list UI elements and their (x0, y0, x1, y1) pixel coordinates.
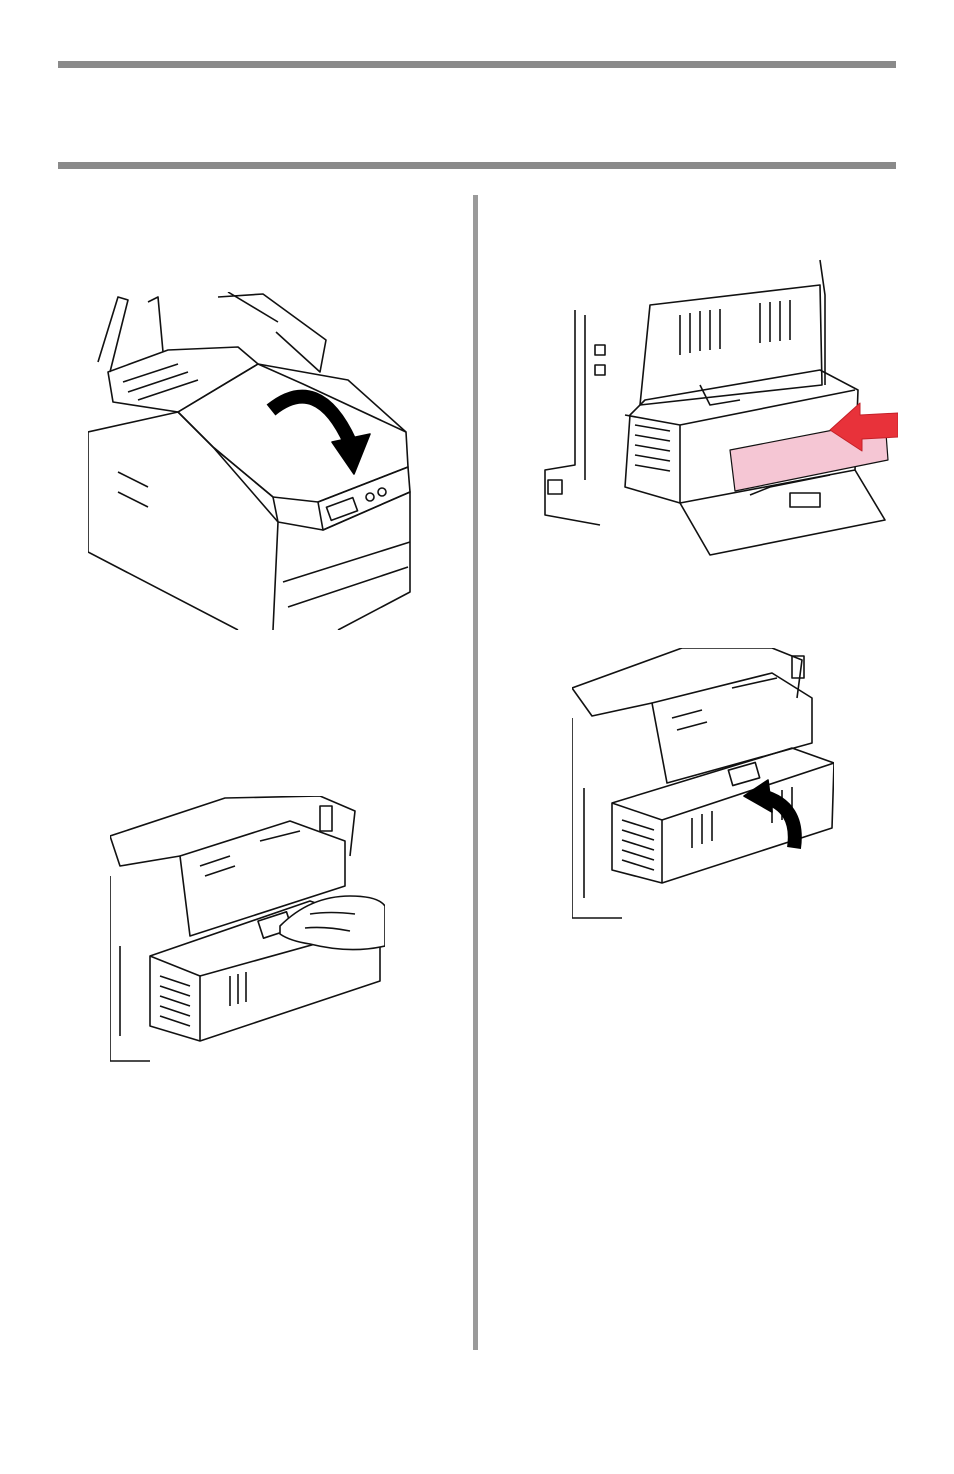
header-rule-top (58, 61, 896, 68)
figure-duplex-paper-removal (540, 255, 898, 570)
header-rule-bottom (58, 162, 896, 169)
figure-duplex-latch-press (110, 796, 385, 1071)
curved-arrow-down-icon (271, 397, 350, 442)
figure-duplex-reinsert (572, 648, 834, 926)
figure-printer-top-cover (88, 292, 418, 630)
column-divider (473, 195, 478, 1350)
hand-icon (280, 896, 385, 950)
